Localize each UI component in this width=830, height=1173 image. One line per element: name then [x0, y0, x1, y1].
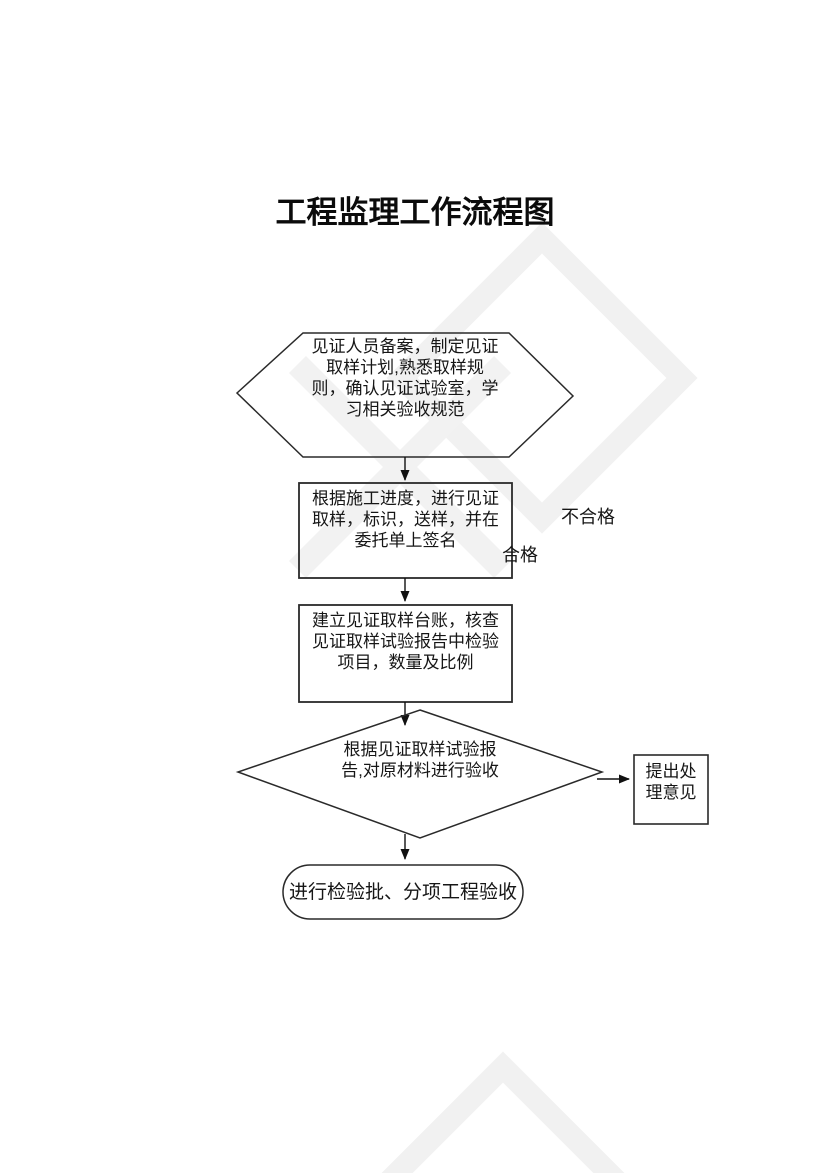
handle-box-shape: [633, 754, 709, 825]
pass-branch-label: 合格: [502, 545, 538, 565]
fail-branch-label: 不合格: [561, 507, 615, 527]
decision-diamond-label: 根据见证取样试验报 告,对原材料进行验收: [341, 740, 499, 780]
ledger-box-label: 建立见证取样台账，核查 见证取样试验报告中检验 项目，数量及比例: [312, 611, 499, 672]
acceptance-terminator-shape: [282, 864, 524, 920]
prep-hexagon-shape: [235, 332, 575, 458]
acceptance-terminator-label: 进行检验批、分项工程验收: [288, 881, 517, 903]
page-title: 工程监理工作流程图: [275, 195, 555, 230]
handle-box-label: 提出处 理意见: [645, 762, 697, 802]
prep-hexagon-label: 见证人员备案，制定见证 取样计划,熟悉取样规 则，确认见证试验室，学 习相关验收…: [311, 337, 499, 419]
decision-diamond-shape: [235, 709, 605, 839]
sampling-box-label: 根据施工进度，进行见证 取样，标识，送样，并在 委托单上签名: [312, 489, 499, 550]
